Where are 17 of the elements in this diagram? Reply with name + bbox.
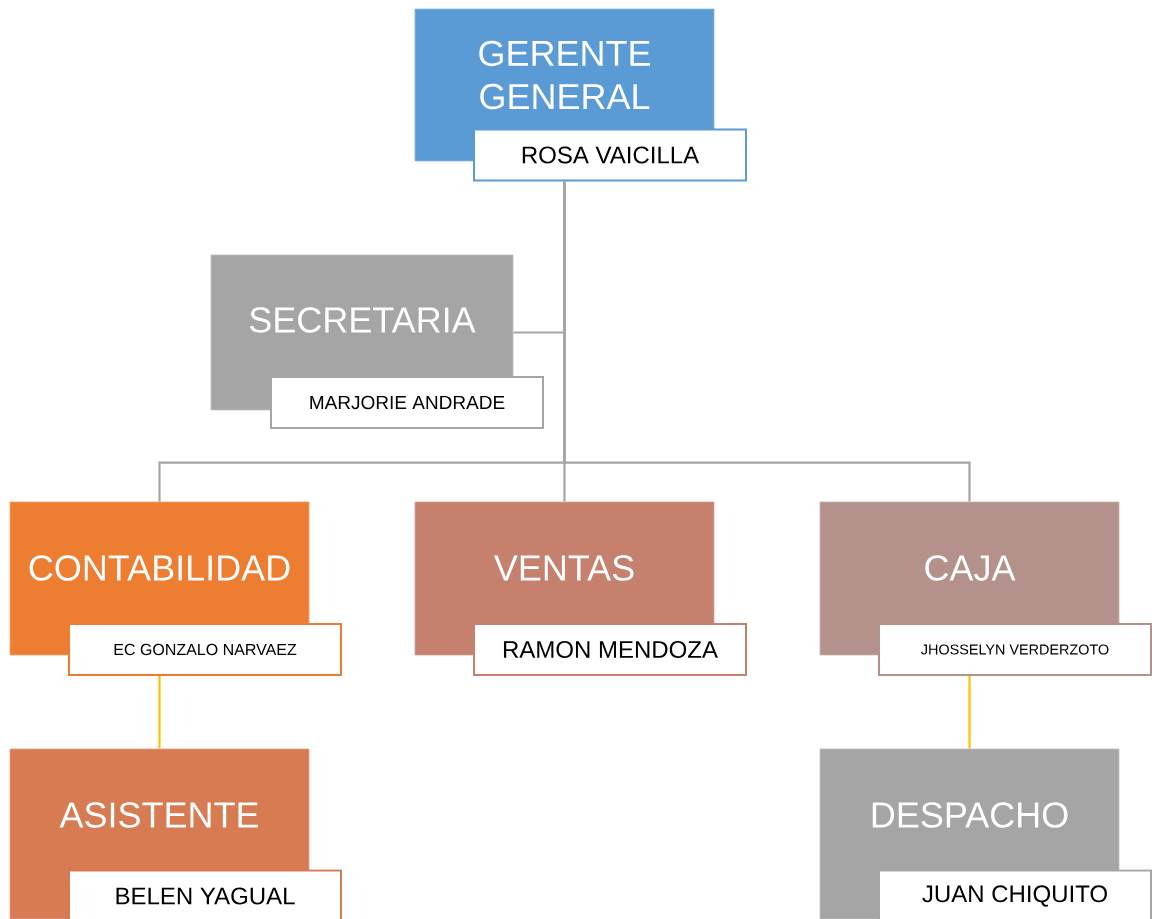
connector-line	[158, 676, 161, 749]
name-box: MARJORIE ANDRADE	[270, 376, 544, 429]
name-box: JUAN CHIQUITO	[878, 869, 1152, 919]
position-title: CONTABILIDAD	[29, 555, 290, 581]
position-title: ASISTENTE	[59, 802, 258, 828]
name-box: JHOSSELYN VERDERZOTO	[878, 623, 1152, 676]
connector-line	[968, 676, 971, 749]
position-title: GERENTE GENERAL	[479, 40, 650, 110]
name-box: EC GONZALO NARVAEZ	[68, 623, 342, 676]
name-box: ROSA VAICILLA	[473, 128, 747, 182]
position-title: SECRETARIA	[249, 307, 476, 333]
name-box: RAMON MENDOZA	[473, 623, 747, 676]
position-title: CAJA	[925, 555, 1016, 581]
position-title: VENTAS	[494, 555, 634, 581]
position-title: DESPACHO	[872, 802, 1068, 828]
connector-line	[563, 181, 971, 502]
name-box: BELEN YAGUAL	[68, 869, 342, 919]
